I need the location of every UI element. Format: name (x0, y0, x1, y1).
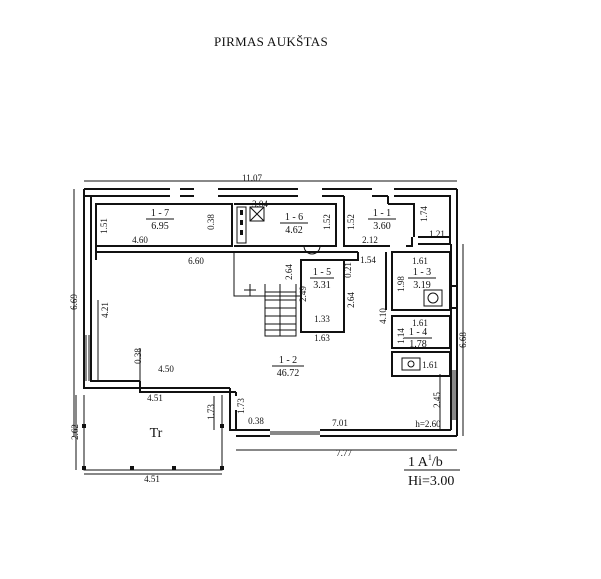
room-area: 3.60 (373, 221, 391, 232)
room-1-3: 1 - 3 3.19 (408, 267, 436, 291)
plan-stamp: 1 A1/b Hi=3.00 (404, 453, 460, 489)
dim-label: 6.69 (69, 294, 79, 310)
dimension-lines (73, 180, 464, 475)
dim-label: 1.61 (422, 360, 438, 370)
dim-label: 2.64 (346, 292, 356, 308)
dim-label: 6.68 (458, 332, 468, 348)
interior-walls (95, 203, 451, 377)
dim-label: 2.64 (284, 264, 294, 280)
room-area: 6.95 (151, 221, 169, 232)
staircase (233, 252, 300, 337)
dim-label: 2.12 (362, 235, 378, 245)
chimney-vents (236, 206, 321, 255)
dim-label: 4.50 (158, 364, 174, 374)
dimension-labels: 11.07 3.04 1.51 0.38 4.60 1.52 1.52 1.74… (69, 173, 468, 484)
dim-label: 2.49 (298, 286, 308, 302)
exterior-walls (83, 188, 458, 437)
dim-label: 4.10 (378, 308, 388, 324)
terrace (82, 395, 224, 471)
dim-label: 1.21 (429, 229, 445, 239)
dim-label: 1.73 (206, 404, 216, 420)
stamp-line1: 1 A1/b (408, 453, 443, 470)
dim-label: 1.61 (412, 318, 428, 328)
dim-label: 1.98 (396, 276, 406, 292)
room-1-6: 1 - 6 4.62 (280, 212, 308, 236)
room-area: 3.19 (413, 280, 431, 291)
dim-label: 7.01 (332, 418, 348, 428)
dim-label: 0.38 (206, 214, 216, 230)
dim-label: 4.60 (132, 235, 148, 245)
dim-label: 0.21 (343, 262, 353, 278)
dim-label: 4.51 (144, 474, 160, 484)
dim-label: h=2.60 (415, 419, 441, 429)
room-area: 4.62 (285, 225, 303, 236)
dim-label: 2.45 (432, 392, 442, 408)
toilet-icon (423, 289, 443, 307)
terrace-label: Tr (150, 426, 163, 441)
room-area: 1.78 (409, 339, 427, 350)
plan-title: PIRMAS AUKŠTAS (214, 34, 328, 49)
dim-label: 6.60 (188, 256, 204, 266)
dim-label: 1.61 (412, 256, 428, 266)
room-id: 1 - 5 (313, 267, 331, 278)
dim-label: 1.52 (346, 214, 356, 230)
dim-label: 0.38 (248, 416, 264, 426)
room-id: 1 - 2 (279, 355, 297, 366)
dim-label: 0.38 (133, 348, 143, 364)
room-1-7: 1 - 7 6.95 (146, 208, 174, 232)
room-id: 1 - 3 (413, 267, 431, 278)
dim-label: 1.73 (236, 398, 246, 414)
dim-label: 11.07 (242, 173, 262, 183)
dim-label: 4.51 (147, 393, 163, 403)
dim-label: 1.14 (396, 328, 406, 344)
room-id: 1 - 4 (409, 327, 427, 338)
dim-label: 4.21 (100, 302, 110, 318)
dim-label: 1.74 (419, 206, 429, 222)
room-1-1: 1 - 1 3.60 (368, 208, 396, 232)
room-area: 46.72 (277, 368, 300, 379)
room-id: 1 - 6 (285, 212, 303, 223)
dim-label: 7.77 (336, 448, 352, 458)
room-1-4: 1 - 4 1.78 (404, 327, 432, 350)
dim-label: 3.04 (252, 199, 268, 209)
dim-label: 1.51 (99, 218, 109, 234)
stamp-line2: Hi=3.00 (408, 474, 454, 489)
room-id: 1 - 1 (373, 208, 391, 219)
dim-label: 1.52 (322, 214, 332, 230)
room-1-5: 1 - 5 3.31 (310, 267, 334, 291)
dim-label: 2.62 (70, 424, 80, 440)
dim-label: 1.33 (314, 314, 330, 324)
dim-label: 1.54 (360, 255, 376, 265)
room-id: 1 - 7 (151, 208, 169, 219)
room-1-2: 1 - 2 46.72 (272, 355, 304, 379)
sink-icon (401, 357, 421, 371)
room-area: 3.31 (313, 280, 331, 291)
dim-label: 1.63 (314, 333, 330, 343)
